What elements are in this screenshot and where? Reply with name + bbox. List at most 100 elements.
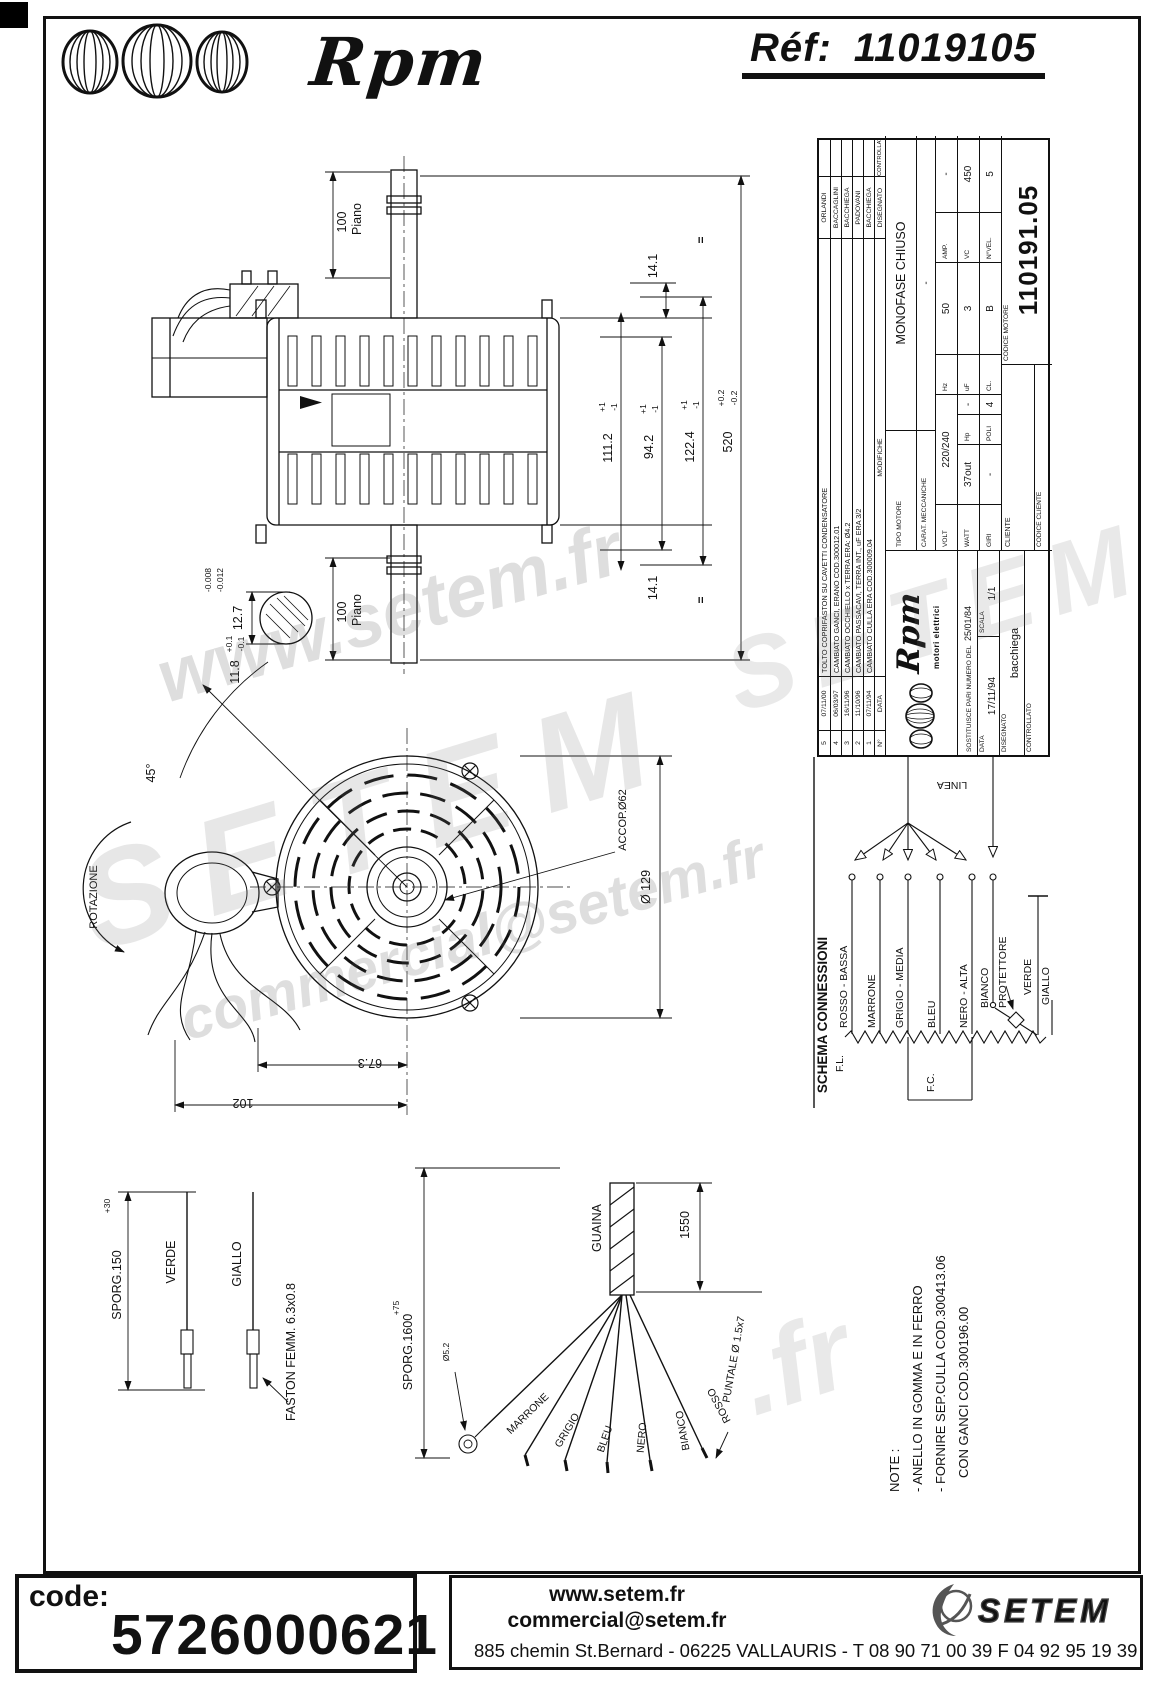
- rev-date: 11/10/96: [852, 677, 863, 731]
- rev-num: 5: [821, 741, 828, 745]
- puntale-label: PUNTALE Ø 1.5x7: [721, 1315, 748, 1403]
- sporg1600-tol: +75: [391, 1301, 401, 1316]
- nvel-label-text: N°VEL.: [986, 237, 993, 259]
- dim-141-bottom: 14.1: [646, 576, 660, 600]
- rev-name: PADOVANI: [852, 177, 863, 239]
- rev-num: 4: [830, 731, 841, 755]
- data-label: DATA: [979, 735, 986, 752]
- controllato-label: CONTROLLATO: [1026, 703, 1033, 752]
- rev-check: [830, 138, 841, 177]
- codice-cliente-label: CODICE CLIENTE: [1036, 491, 1043, 547]
- dim-942-tol-minus: -1: [650, 405, 660, 413]
- ref-value: 11019105: [853, 26, 1037, 70]
- side-view-dimensions: [246, 171, 750, 661]
- rev-check: [841, 138, 852, 177]
- tipo-label: TIPO MOTORE: [896, 500, 903, 547]
- shaft-fit-upper: -0.008: [203, 568, 213, 592]
- rev-check: [863, 138, 874, 177]
- sporg150-tol: +30: [102, 1199, 112, 1214]
- guaina-label: GUAINA: [590, 1203, 604, 1252]
- footer-email: commercial@setem.fr: [507, 1609, 727, 1632]
- verde-wire-label: VERDE: [164, 1240, 178, 1283]
- dim-100-top: 100: [335, 212, 349, 233]
- tb-cliente: CLIENTE: [1001, 365, 1034, 551]
- dim-520: 520: [721, 432, 735, 453]
- wire-marrone: MARRONE: [866, 974, 878, 1028]
- rev-text: CAMBIATO GANCI, ERANO COD.300012.01: [830, 239, 841, 677]
- dim-piano-bottom: Piano: [350, 594, 364, 626]
- hz-label-text: Hz: [942, 382, 949, 391]
- vc-label: VC: [957, 213, 979, 263]
- setem-logo-text: SETEM: [978, 1592, 1112, 1629]
- cl-label: CL.: [979, 355, 1001, 395]
- sostituisce-label: SOSTITUISCE PARI NUMERO DEL: [966, 645, 973, 753]
- code-label: code:: [29, 1580, 110, 1613]
- dim-118-tol-minus: -0.1: [236, 636, 246, 651]
- sostituisce-date: 25/01/84: [963, 606, 973, 642]
- rev-num: 3: [841, 731, 852, 755]
- code-box: code: 5726000621: [15, 1574, 437, 1673]
- setem-swoosh-icon: [932, 1584, 956, 1636]
- rev-header-date: DATA: [874, 677, 885, 731]
- front-view: [82, 661, 570, 1115]
- dim-1224: 122.4: [683, 431, 697, 462]
- giri-label-text: GIRI: [986, 533, 993, 547]
- tb-carat-value: -: [916, 136, 935, 431]
- rev-num: 2: [852, 731, 863, 755]
- uf-value: 3: [957, 263, 979, 355]
- nvel-value: 5: [979, 136, 1001, 213]
- dim-942: 94.2: [642, 435, 656, 459]
- direction-arrow-icon: [300, 396, 322, 409]
- rev-header-text: MODIFICHE: [874, 239, 885, 677]
- wire-rosso-bassa: ROSSO - BASSA: [838, 946, 850, 1028]
- front-view-dimensions: [174, 755, 672, 1112]
- tb-carat-label: CARAT. MECCANICHE: [916, 431, 935, 551]
- cable-detail: [415, 1167, 762, 1474]
- rev-date: 07/11/94: [863, 677, 874, 731]
- rev-header-num: N°: [874, 731, 885, 755]
- rev-text: CAMBIATO OCCHIELLO x TERRA ERA: Ø4.2: [841, 239, 852, 677]
- reference-number: Réf: 11019105: [742, 26, 1045, 79]
- dim-118-tol-plus: +0.1: [224, 635, 234, 652]
- hp-value: -: [957, 395, 979, 415]
- cable-bleu: BLEU: [595, 1424, 615, 1454]
- shaft-fit-lower: -0.012: [215, 568, 225, 592]
- poli-label-text: POLI: [986, 425, 993, 441]
- data-value: 17/11/94: [987, 676, 998, 716]
- watt-label-text: WATT: [964, 529, 971, 547]
- dim-141-top: 14.1: [646, 254, 660, 278]
- dim-1224-tol-plus: +1: [679, 400, 689, 410]
- rev-name: BACCHIEGA: [863, 177, 874, 239]
- code-value: 5726000621: [111, 1603, 439, 1667]
- rev-date: 16/11/96: [841, 677, 852, 731]
- cliente-label: CLIENTE: [1005, 517, 1012, 547]
- dim-942-tol-plus: +1: [638, 404, 648, 414]
- dim-1112: 111.2: [601, 433, 615, 462]
- rev-header-name: DISEGNATO: [874, 177, 885, 239]
- note-title: NOTE :: [887, 1448, 902, 1492]
- giri-value: -: [979, 445, 1001, 505]
- verde-label: VERDE: [1022, 959, 1034, 995]
- watt-label: WATT: [957, 505, 979, 551]
- vc-label-text: VC: [964, 249, 971, 259]
- note-line: CON GANCI COD.300196.00: [956, 1306, 971, 1478]
- dim-100-bottom: 100: [335, 602, 349, 623]
- rev-name: ORLANDI: [819, 177, 830, 239]
- sporg1600-label: SPORG.1600: [401, 1314, 415, 1390]
- rev-text: CAMBIATO CULLA ERA COD.300009.04: [863, 239, 874, 677]
- scan-artifact: [0, 2, 28, 28]
- carat-label: CARAT. MECCANICHE: [921, 477, 928, 547]
- notes-block: NOTE : - ANELLO IN GOMMA E IN FERRO - FO…: [883, 1187, 983, 1492]
- ref-label: Réf:: [750, 26, 832, 70]
- accop-label: ACCOP.Ø62: [617, 789, 629, 851]
- rev-date: 06/03/97: [830, 677, 841, 731]
- dim-118: 11.8: [228, 660, 242, 683]
- hz-value: 50: [935, 263, 957, 355]
- footer-info-box: www.setem.fr commercial@setem.fr 885 che…: [449, 1575, 1143, 1670]
- sporg150-label: SPORG.150: [110, 1250, 124, 1320]
- equal-mark-bottom: =: [694, 596, 708, 603]
- cl-label-text: CL.: [986, 380, 993, 391]
- hp-label: Hp: [957, 415, 979, 445]
- faston-femm-label: FASTON FEMM. 6.3x0.8: [284, 1283, 298, 1421]
